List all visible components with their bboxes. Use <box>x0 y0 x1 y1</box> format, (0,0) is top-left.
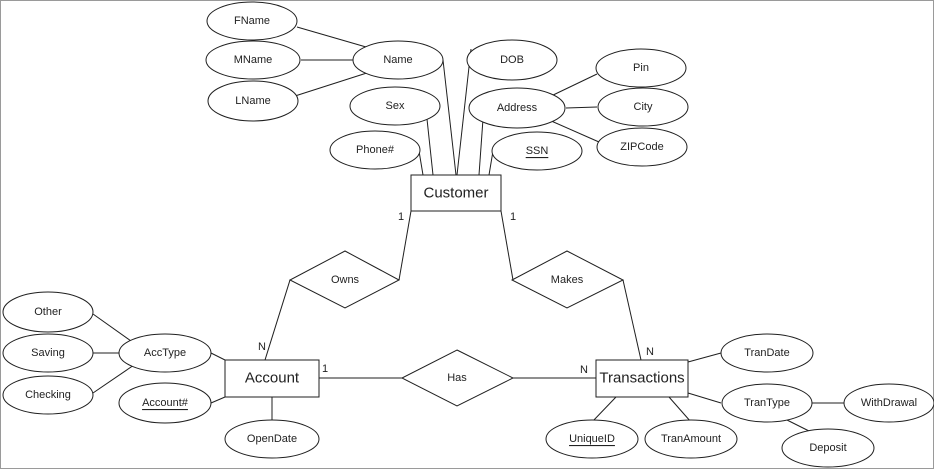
attribute-trandate[interactable]: TranDate <box>720 333 814 373</box>
attribute-trantype[interactable]: TranType <box>721 383 813 423</box>
entity-account-label: Account <box>245 370 300 387</box>
edge-sex-customer <box>426 118 434 176</box>
attribute-checking[interactable]: Checking <box>2 375 94 415</box>
attribute-withdrawal[interactable]: WithDrawal <box>843 383 934 423</box>
attribute-saving-label: Saving <box>31 347 65 359</box>
edge-customer-owns <box>398 210 412 281</box>
entity-transactions[interactable]: Transactions <box>595 359 689 398</box>
attribute-pin[interactable]: Pin <box>595 48 687 88</box>
attribute-withdrawal-label: WithDrawal <box>861 397 917 409</box>
attribute-other[interactable]: Other <box>2 291 94 333</box>
attribute-fname[interactable]: FName <box>206 1 298 41</box>
edge-tranamount-transactions <box>668 396 692 423</box>
attribute-tranamount[interactable]: TranAmount <box>644 419 738 459</box>
attribute-acctype-label: AccType <box>144 347 186 359</box>
attribute-saving[interactable]: Saving <box>2 333 94 373</box>
cardinality-transactions-makes: N <box>646 346 654 358</box>
attribute-deposit-label: Deposit <box>809 442 846 454</box>
edge-checking-acctype <box>92 364 135 394</box>
attribute-name[interactable]: Name <box>352 40 444 80</box>
attribute-tranamount-label: TranAmount <box>661 433 721 445</box>
attribute-phone-label: Phone# <box>356 144 395 156</box>
attribute-zipcode[interactable]: ZIPCode <box>596 127 688 167</box>
entity-account[interactable]: Account <box>224 359 320 398</box>
edge-address-customer <box>478 118 484 176</box>
edge-dob-customer <box>456 48 472 176</box>
relationship-owns[interactable]: Owns <box>288 250 401 309</box>
entity-customer-label: Customer <box>423 185 488 202</box>
attribute-fname-label: FName <box>234 15 270 27</box>
edge-accountno-account <box>210 396 226 404</box>
attribute-mname-label: MName <box>234 54 273 66</box>
attribute-opendate[interactable]: OpenDate <box>224 419 320 459</box>
attribute-lname-label: LName <box>235 95 270 107</box>
cardinality-customer-makes: 1 <box>510 211 516 223</box>
attribute-trandate-label: TranDate <box>744 347 789 359</box>
attribute-opendate-label: OpenDate <box>247 433 297 445</box>
edge-address-city <box>565 106 598 109</box>
attribute-ssn-key[interactable]: SSN <box>491 131 583 171</box>
edge-makes-transactions <box>622 279 642 361</box>
edge-trandate-transactions <box>687 352 722 363</box>
relationship-owns-label: Owns <box>331 274 360 286</box>
edge-other-acctype <box>92 313 132 342</box>
attribute-acctype[interactable]: AccType <box>118 333 212 373</box>
attribute-uniqueid-label: UniqueID <box>569 433 615 445</box>
attribute-address-label: Address <box>497 102 538 114</box>
entity-transactions-label: Transactions <box>599 370 684 387</box>
attribute-checking-label: Checking <box>25 389 71 401</box>
attribute-dob-label: DOB <box>500 54 524 66</box>
attribute-name-label: Name <box>383 54 412 66</box>
attribute-account-no-label: Account# <box>142 397 189 409</box>
connector-lines <box>92 26 844 434</box>
edge-uniqueid-transactions <box>591 396 617 423</box>
edge-trantype-transactions <box>687 392 722 404</box>
relationship-makes[interactable]: Makes <box>510 250 625 309</box>
relationship-has[interactable]: Has <box>400 349 515 407</box>
edge-ssn-customer <box>488 150 494 176</box>
attribute-ssn-label: SSN <box>526 145 549 157</box>
attribute-address[interactable]: Address <box>468 87 566 129</box>
attribute-dob[interactable]: DOB <box>466 39 558 81</box>
attribute-trantype-label: TranType <box>744 397 790 409</box>
edge-address-zipcode <box>548 119 600 143</box>
relationship-has-label: Has <box>447 372 467 384</box>
edge-fname-name <box>296 26 374 50</box>
edge-address-pin <box>548 73 598 98</box>
attribute-uniqueid-key[interactable]: UniqueID <box>545 419 639 459</box>
attribute-other-label: Other <box>34 306 62 318</box>
cardinality-account-owns: N <box>258 341 266 353</box>
attribute-sex-label: Sex <box>386 100 405 112</box>
edge-customer-makes <box>500 210 514 281</box>
attribute-phone[interactable]: Phone# <box>329 130 421 170</box>
attribute-zipcode-label: ZIPCode <box>620 141 663 153</box>
attribute-account-no-key[interactable]: Account# <box>118 382 212 424</box>
attribute-mname[interactable]: MName <box>205 40 301 80</box>
edge-name-customer <box>442 59 457 176</box>
attribute-pin-label: Pin <box>633 62 649 74</box>
cardinality-customer-owns: 1 <box>398 211 404 223</box>
edge-phone-customer <box>418 150 424 176</box>
entity-customer[interactable]: Customer <box>410 174 502 212</box>
attribute-lname[interactable]: LName <box>207 80 299 122</box>
edge-lname-name <box>294 70 374 97</box>
cardinality-account-has: 1 <box>322 363 328 375</box>
attribute-city-label: City <box>634 101 653 113</box>
attribute-sex[interactable]: Sex <box>349 86 441 126</box>
edge-owns-account <box>264 279 291 361</box>
edge-acctype-account <box>210 352 226 361</box>
cardinality-transactions-has: N <box>580 364 588 376</box>
attribute-deposit[interactable]: Deposit <box>781 428 875 468</box>
attribute-city[interactable]: City <box>597 87 689 127</box>
relationship-makes-label: Makes <box>551 274 584 286</box>
